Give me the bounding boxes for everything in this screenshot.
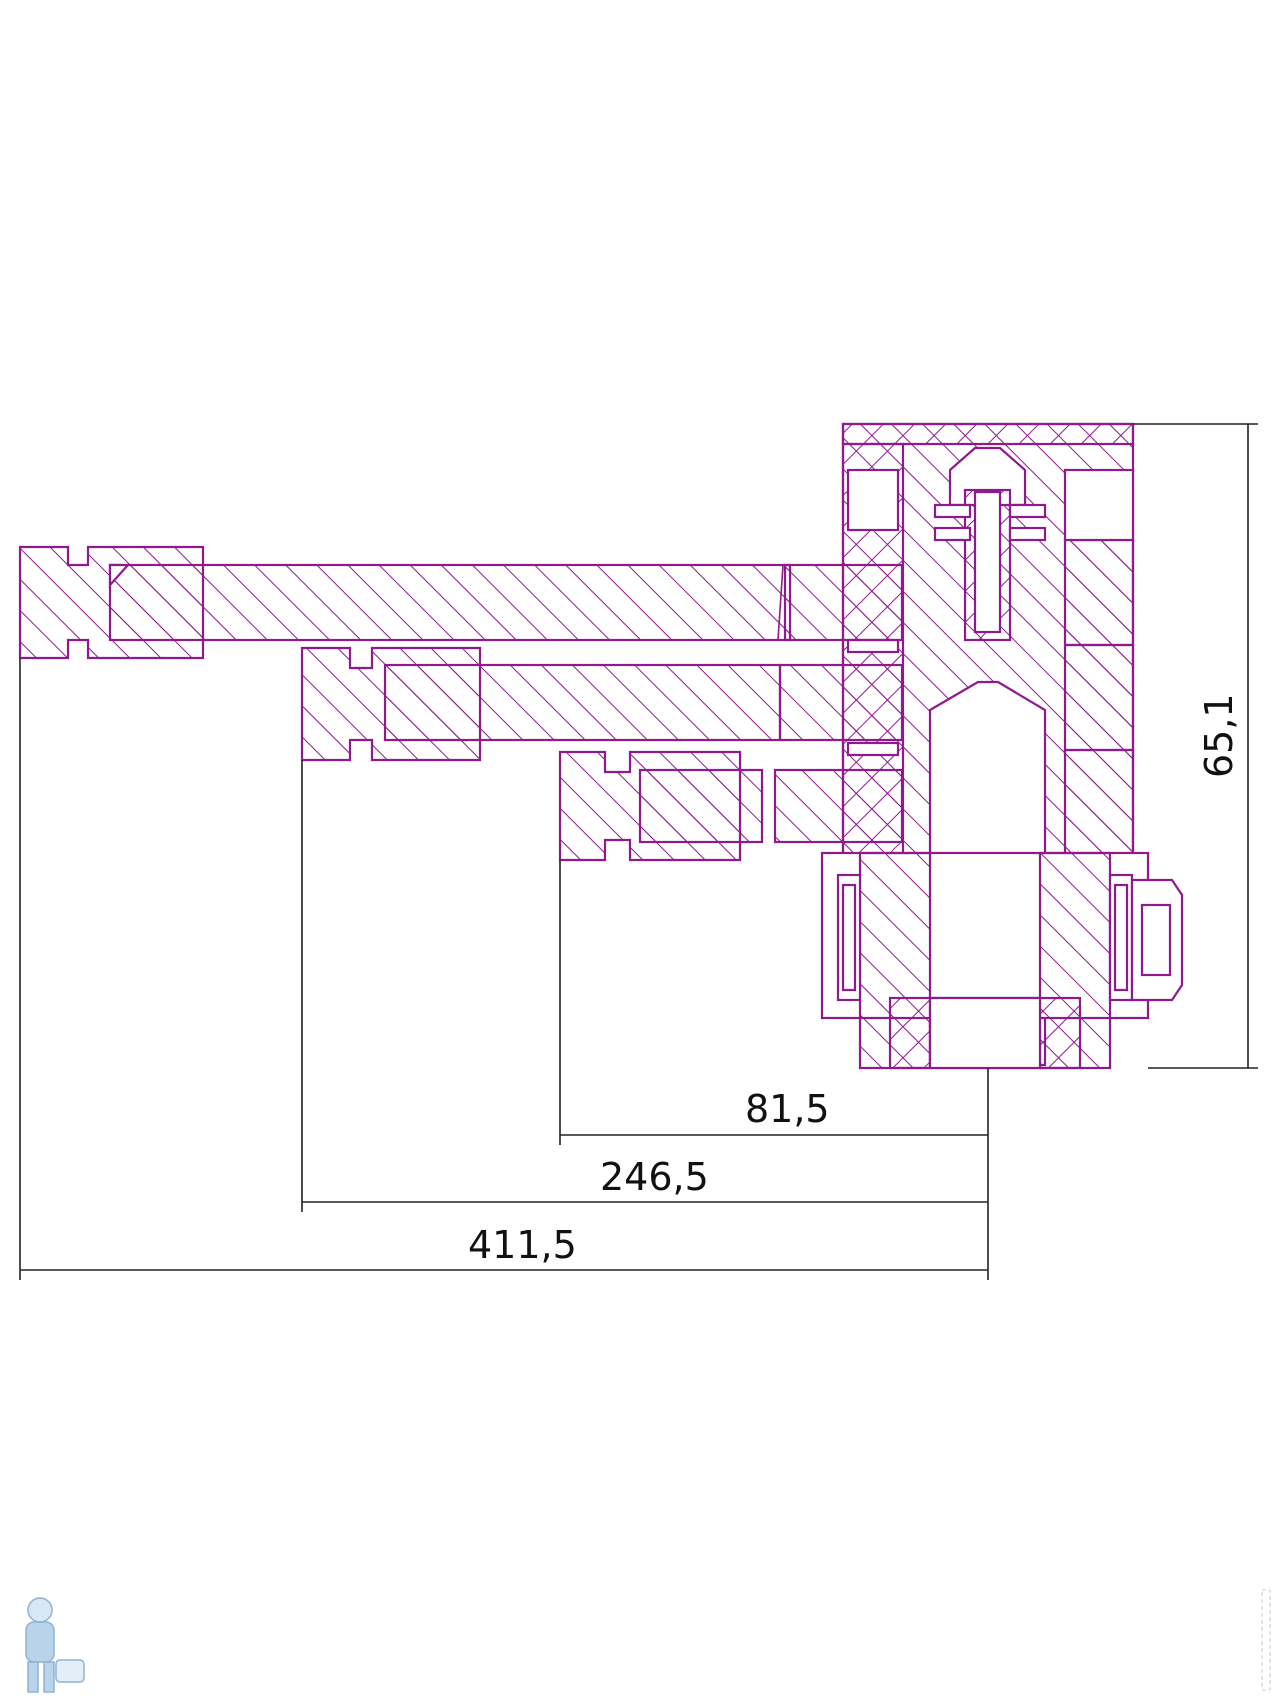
arm-medium	[300, 646, 904, 762]
arm-short	[558, 750, 904, 862]
dimension-lines	[19, 423, 1258, 1280]
arm-long	[18, 545, 904, 660]
lower-collar	[820, 851, 1184, 1070]
watermark-icon	[1261, 1589, 1271, 1691]
dim-label-long: 411,5	[468, 1223, 577, 1267]
dim-label-medium: 246,5	[600, 1155, 709, 1199]
plumber-icon	[25, 1597, 85, 1693]
dim-label-short: 81,5	[745, 1087, 830, 1131]
dim-label-height: 65,1	[1197, 693, 1241, 778]
